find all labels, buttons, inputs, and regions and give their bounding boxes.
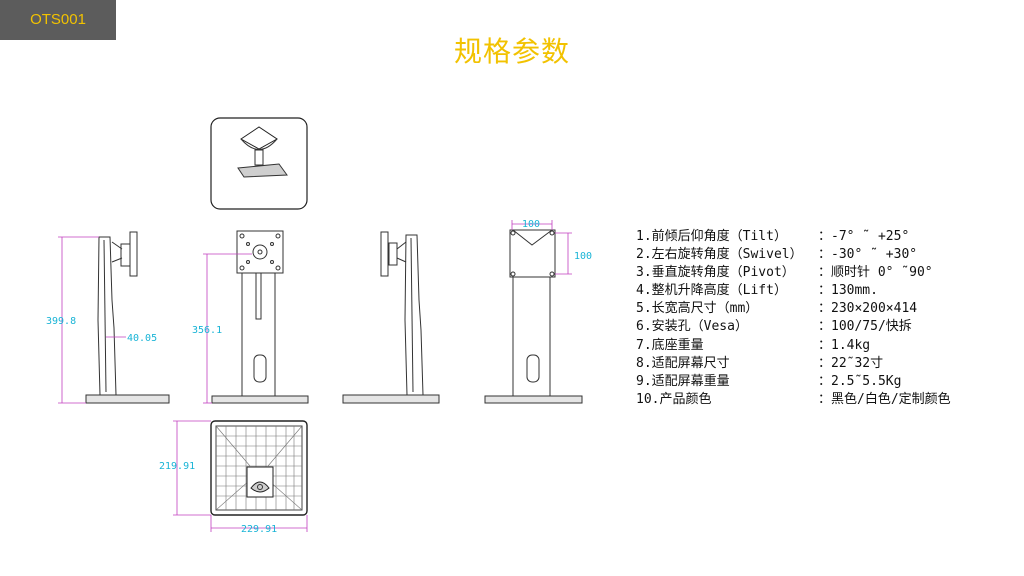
spec-value: ：1.4kg: [818, 337, 871, 353]
spec-value: ：130mm.: [818, 283, 878, 299]
spec-value: ：2.5˜5.5Kg: [818, 373, 902, 389]
spec-label: 9.适配屏幕重量: [636, 373, 730, 389]
perspective-view: [210, 117, 308, 210]
dim-base-width: 229.91: [241, 524, 277, 535]
dimension-labels: 399.8 40.05 356.1 100 100 219.91 229.91: [46, 219, 592, 535]
spec-value: ：黑色/白色/定制颜色: [818, 391, 951, 407]
dim-base-depth: 219.91: [159, 461, 195, 472]
spec-value: ：100/75/快拆: [818, 319, 912, 335]
spec-label: 8.适配屏幕尺寸: [636, 355, 730, 371]
side-view-left: [85, 231, 170, 404]
spec-label: 6.安装孔（Vesa）: [636, 319, 748, 335]
back-view: [484, 229, 583, 404]
spec-value: ：顺时针 0° ˜90°: [818, 265, 933, 281]
front-view: [211, 230, 309, 404]
page-title: 规格参数: [453, 35, 570, 68]
side-view-right: [342, 231, 440, 404]
spec-label: 7.底座重量: [636, 337, 704, 353]
dim-side-width: 40.05: [127, 333, 157, 344]
spec-value: ：22˜32寸: [818, 355, 884, 371]
spec-value: ：230×200×414: [818, 301, 918, 317]
dim-front-height: 356.1: [192, 325, 222, 336]
spec-value: ：-30° ˜ +30°: [818, 247, 918, 263]
dim-back-height: 100: [574, 251, 592, 262]
spec-label: 4.整机升降高度（Lift）: [636, 283, 787, 299]
spec-label: 10.产品颜色: [636, 391, 712, 407]
spec-label: 3.垂直旋转角度（Pivot）: [636, 265, 795, 281]
spec-label: 5.长宽高尺寸（mm）: [636, 301, 759, 317]
dim-side-height: 399.8: [46, 316, 76, 327]
dim-back-width: 100: [522, 219, 540, 230]
spec-label: 2.左右旋转角度（Swivel）: [636, 247, 803, 263]
product-code: OTS001: [30, 11, 86, 28]
spec-label: 1.前倾后仰角度（Tilt）: [636, 229, 787, 244]
product-code-badge: OTS001: [0, 0, 116, 40]
base-top-view: [210, 420, 308, 516]
dimension-lines: [58, 220, 572, 532]
spec-value: ：-7° ˜ +25°: [818, 229, 910, 244]
